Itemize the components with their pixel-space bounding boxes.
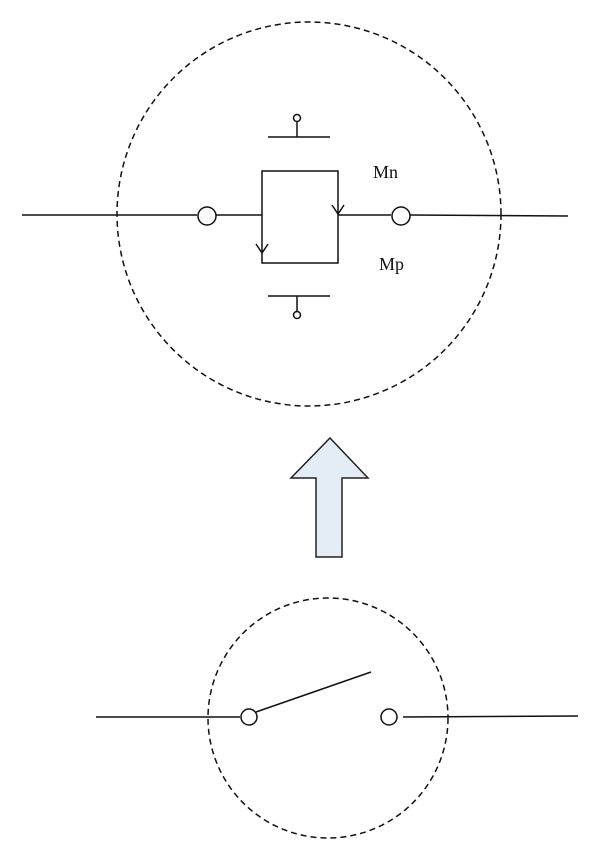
switch-icon bbox=[255, 671, 372, 713]
top-left-terminal bbox=[197, 206, 217, 226]
transmission-gate-group: Mn Mp bbox=[22, 21, 569, 407]
bottom-right-wire bbox=[402, 715, 579, 718]
top-dashed-circle bbox=[116, 21, 502, 407]
mp-arrow-icon bbox=[255, 243, 269, 255]
bottom-dashed-circle bbox=[207, 597, 449, 839]
switch-right-terminal bbox=[380, 708, 398, 726]
mn-arrow-icon bbox=[331, 204, 345, 216]
top-right-wire bbox=[409, 214, 569, 217]
mp-gate-terminal bbox=[292, 310, 302, 320]
top-right-terminal bbox=[391, 206, 411, 226]
up-arrow-icon bbox=[289, 436, 370, 558]
mn-label: Mn bbox=[373, 162, 398, 182]
switch-left-terminal bbox=[240, 708, 258, 726]
open-switch-group bbox=[96, 597, 579, 839]
mn-gate-terminal bbox=[292, 113, 302, 123]
transmission-gate-icon bbox=[261, 170, 339, 264]
mp-label: Mp bbox=[379, 254, 404, 274]
